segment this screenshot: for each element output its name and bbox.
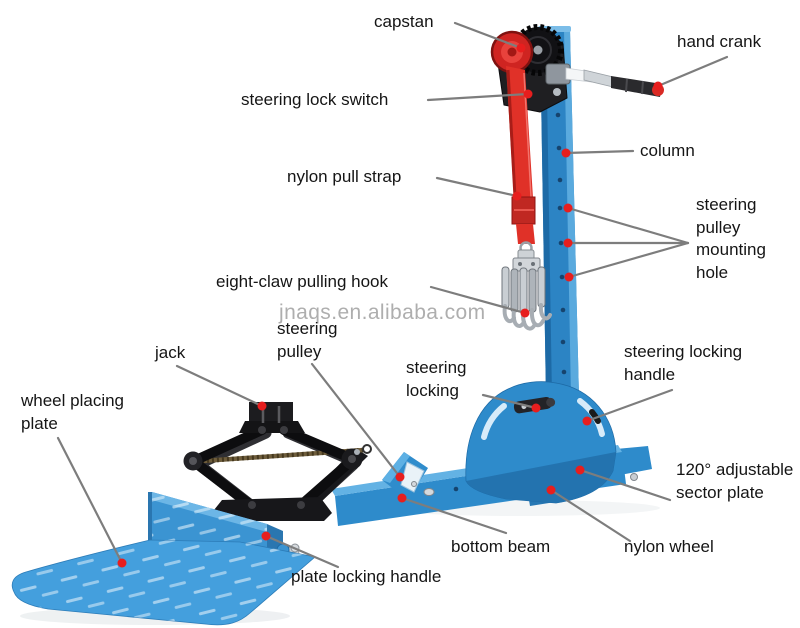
column: [538, 26, 579, 399]
nylon-pull-strap: [506, 66, 536, 265]
scissor-jack: [183, 402, 372, 521]
label-column: column: [640, 141, 695, 160]
label-steering-pulley-mounting-hole: steering pulley mounting hole: [696, 195, 766, 282]
label-eight-claw-pulling-hook: eight-claw pulling hook: [216, 272, 388, 291]
label-steering-locking: steering locking: [406, 358, 467, 400]
eight-claw-pulling-hook: [501, 257, 552, 331]
label-sector-plate: 120° adjustable sector plate: [676, 460, 794, 502]
wheel-placing-plate: [11, 539, 316, 626]
label-jack: jack: [155, 343, 186, 362]
label-plate-locking-handle: plate locking handle: [291, 567, 442, 586]
label-steering-locking-handle: steering locking handle: [624, 342, 743, 384]
label-bottom-beam: bottom beam: [451, 537, 551, 556]
hand-crank: [583, 69, 664, 97]
label-capstan: capstan: [374, 12, 434, 31]
leader-lines: [56, 21, 729, 569]
label-wheel-placing-plate: wheel placing plate: [21, 391, 125, 433]
label-steering-pulley: steering pulley: [277, 319, 338, 361]
label-nylon-wheel: nylon wheel: [624, 537, 714, 556]
label-steering-lock-switch: steering lock switch: [241, 90, 389, 109]
label-nylon-pull-strap: nylon pull strap: [287, 167, 402, 186]
steering-pulley: [382, 452, 435, 500]
label-hand-crank: hand crank: [677, 32, 762, 51]
annotation-dots: [117, 43, 663, 568]
